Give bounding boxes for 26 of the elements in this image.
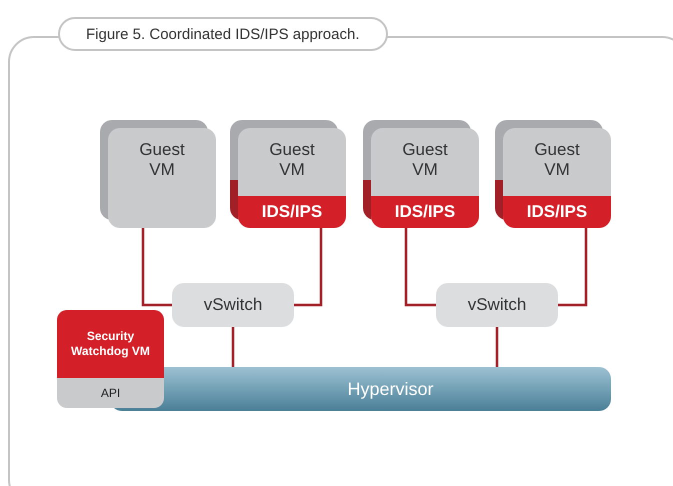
security-vm-box [57,310,164,408]
connector-line [142,228,172,306]
virtual-machine-box [363,120,479,228]
virtual-machine-box [495,120,611,228]
vm-label: Guest VM [268,140,316,180]
hypervisor-label: Hypervisor [347,378,434,400]
switch-label: vSwitch [204,295,262,315]
figure-title: Figure 5. Coordinated IDS/IPS approach. [58,17,388,51]
virtual-machine-box [100,120,216,228]
connector-line [232,327,234,367]
switch-box [436,283,558,327]
switch-box [172,283,294,327]
vm-label: Guest VM [533,140,581,180]
virtual-machine-box [230,120,346,228]
connector-line [404,228,436,306]
band-label: IDS/IPS [262,202,322,222]
api-label: API [100,386,120,400]
connector-line [496,327,498,367]
connector-line [558,228,588,306]
switch-label: vSwitch [468,295,526,315]
vm-label: Guest VM [138,140,186,180]
band-label: IDS/IPS [526,202,588,222]
vm-label: Guest VM [401,140,449,180]
security-vm-label: Security Watchdog VM [70,329,150,359]
connector-line [294,228,322,306]
band-label: IDS/IPS [394,202,456,222]
